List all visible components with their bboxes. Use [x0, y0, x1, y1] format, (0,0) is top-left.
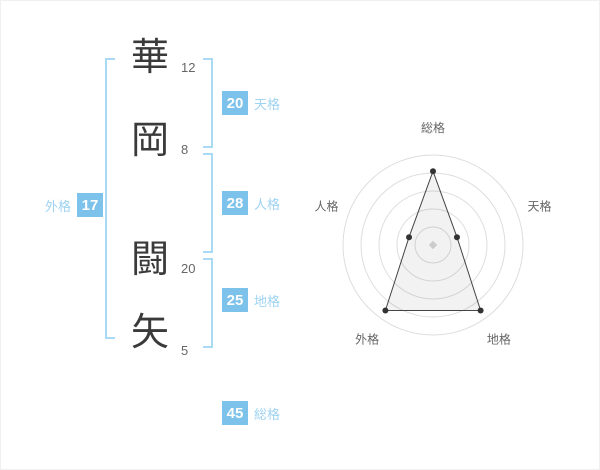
tenkaku-bracket	[203, 58, 213, 148]
stroke-count-1: 12	[181, 60, 196, 75]
tenkaku-label: 天格	[254, 96, 281, 112]
gaikaku-group: 外格 17	[45, 193, 104, 217]
jinkaku-group: 28 人格	[222, 191, 280, 215]
svg-text:総格: 総格	[421, 120, 445, 135]
svg-text:人格: 人格	[314, 198, 338, 213]
jinkaku-bracket	[203, 153, 213, 253]
soukaku-label: 総格	[254, 406, 281, 422]
chikaku-group: 25 地格	[222, 288, 280, 312]
name-character-3: 闘	[130, 239, 169, 281]
soukaku-value: 45	[222, 401, 248, 425]
gaikaku-label: 外格	[45, 198, 72, 214]
stroke-count-2: 8	[181, 142, 189, 157]
tenkaku-group: 20 天格	[222, 91, 280, 115]
chikaku-value: 25	[222, 288, 248, 312]
chikaku-label: 地格	[254, 293, 281, 309]
jinkaku-label: 人格	[254, 196, 281, 212]
jinkaku-value: 28	[222, 191, 248, 215]
svg-text:外格: 外格	[355, 332, 379, 347]
stroke-count-4: 5	[181, 343, 189, 358]
gaikaku-value: 17	[77, 193, 104, 217]
name-character-4: 矢	[130, 312, 169, 354]
tenkaku-value: 20	[222, 91, 248, 115]
gaikaku-bracket	[105, 58, 115, 339]
soukaku-group: 45 総格	[222, 401, 280, 425]
chikaku-bracket	[203, 258, 213, 348]
stroke-count-3: 20	[181, 261, 196, 276]
svg-text:地格: 地格	[487, 332, 511, 347]
name-character-2: 岡	[130, 120, 169, 162]
name-character-1: 華	[130, 37, 169, 79]
svg-text:天格: 天格	[528, 198, 552, 213]
